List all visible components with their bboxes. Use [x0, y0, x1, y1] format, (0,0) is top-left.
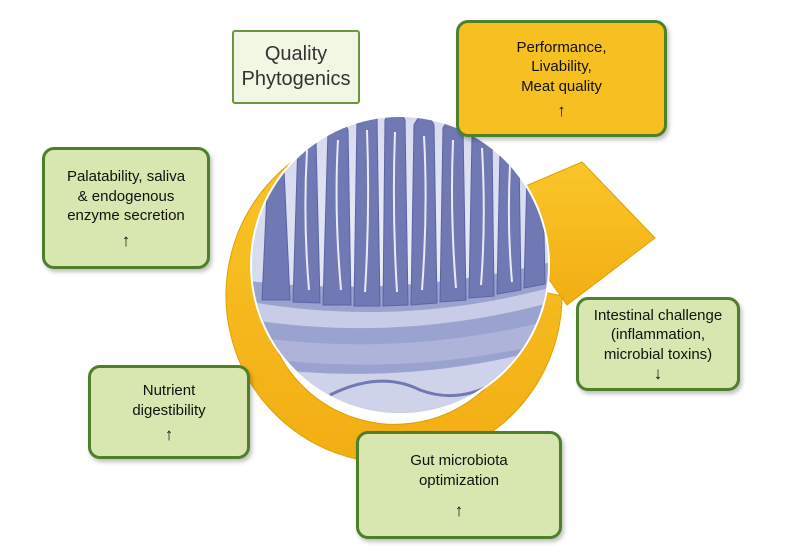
- performance-line-2: Livability,: [531, 58, 592, 76]
- gut-microbiota-box: Gut microbiota optimization ↑: [356, 431, 562, 539]
- quality-phytogenics-line-2: Phytogenics: [241, 68, 351, 90]
- gut-line-1: Gut microbiota: [410, 452, 508, 469]
- nutrient-line-2: digestibility: [132, 401, 206, 419]
- nutrient-line-1: Nutrient: [142, 382, 196, 399]
- palatability-line-1: Palatability, saliva: [66, 168, 186, 186]
- gut-line-2: optimization: [418, 471, 500, 489]
- quality-phytogenics-box: Quality Phytogenics: [232, 30, 360, 104]
- intestinal-challenge-line-1: Intestinal challenge: [593, 306, 723, 324]
- intestinal-challenge-line-3: microbial toxins): [603, 345, 713, 363]
- performance-line-3: Meat quality: [521, 77, 602, 95]
- performance-line-1: Performance,: [516, 38, 607, 56]
- performance-box: Performance, Livability, Meat quality ↑: [456, 20, 667, 137]
- nutrient-digestibility-box: Nutrient digestibility ↑: [88, 365, 250, 459]
- quality-phytogenics-line-1: Quality: [264, 43, 328, 65]
- intestinal-challenge-line-2: (inflammation,: [610, 326, 706, 344]
- palatability-line-3: enzyme secretion: [67, 207, 185, 225]
- palatability-line-2: & endogenous: [77, 187, 175, 205]
- intestinal-challenge-box: Intestinal challenge (inflammation, micr…: [576, 297, 740, 391]
- up-arrow-icon: ↑: [454, 501, 464, 520]
- up-arrow-icon: ↑: [121, 230, 131, 250]
- villi: [261, 117, 546, 307]
- palatability-box: Palatability, saliva & endogenous enzyme…: [42, 147, 210, 269]
- down-arrow-icon: ↓: [653, 364, 663, 384]
- up-arrow-icon: ↑: [557, 101, 566, 121]
- up-arrow-icon: ↑: [164, 425, 174, 444]
